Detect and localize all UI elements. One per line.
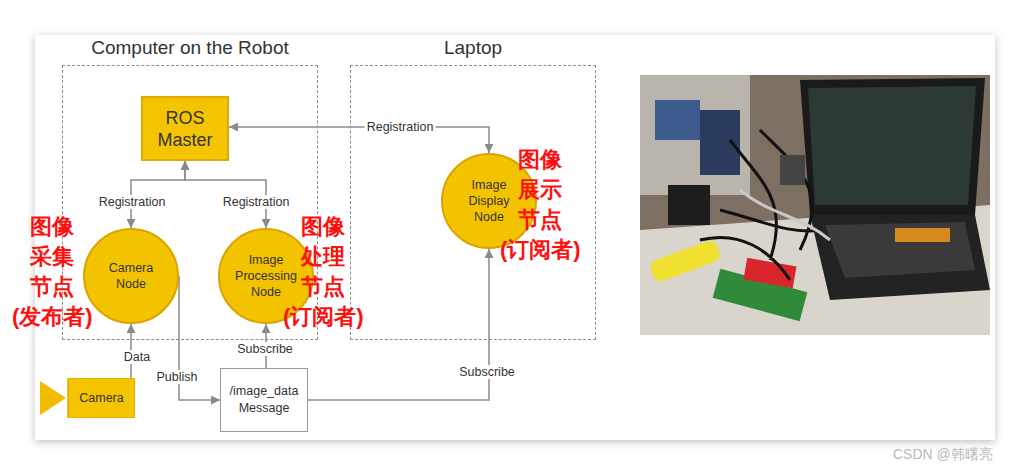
host-region: LaptopImage Display Node [350, 65, 596, 340]
laptop-screen [808, 86, 976, 205]
edge-label: Subscribe [235, 342, 295, 356]
laptop-keyboard [825, 222, 975, 278]
master-box: ROS Master [141, 96, 229, 161]
photo-battery [648, 239, 721, 284]
edge-label: Registration [97, 195, 168, 209]
device-box: Camera [40, 378, 135, 418]
edge-label: Registration [365, 120, 436, 134]
annotation-text: 图像 展示 节点 (订阅者) [500, 145, 581, 265]
camera-body [68, 378, 135, 418]
region-title: Laptop [331, 37, 615, 59]
edge-label: Data [122, 350, 152, 364]
photo-cables [740, 190, 830, 240]
laptop-lid [800, 78, 985, 215]
edge-label: Subscribe [457, 365, 517, 379]
topic-box: /image_data Message [220, 368, 308, 432]
annotation-text: 图像 处理 节点 (订阅者) [283, 212, 364, 332]
circuit-board [743, 258, 796, 288]
node-label: Camera [79, 391, 123, 405]
camera-triangle [40, 381, 66, 415]
laptop-base [810, 215, 990, 300]
region-title: Computer on the Robot [43, 37, 337, 59]
annotation-text: 图像 采集 节点 (发布者) [12, 212, 93, 332]
edge-label: Registration [221, 195, 292, 209]
node-circle: Camera Node [83, 228, 179, 324]
slide-card [35, 35, 995, 440]
photo-wall [640, 75, 990, 335]
photo-box [655, 100, 700, 140]
photo-box [700, 110, 740, 175]
node-label: Camera Node [109, 260, 153, 292]
node-label: Image Display Node [469, 177, 510, 225]
connector [229, 127, 489, 153]
node-label: Image Processing Node [235, 252, 297, 300]
robot-photo [640, 75, 990, 335]
laptop-sticker [895, 228, 950, 242]
photo-adapter [780, 155, 805, 185]
edge-label: Publish [155, 370, 200, 384]
node-label: /image_data Message [230, 383, 299, 417]
photo-shelf [640, 75, 750, 195]
photo-sensor [668, 185, 710, 225]
watermark: CSDN @韩曙亮 [893, 446, 993, 464]
node-label: ROS Master [157, 107, 212, 151]
